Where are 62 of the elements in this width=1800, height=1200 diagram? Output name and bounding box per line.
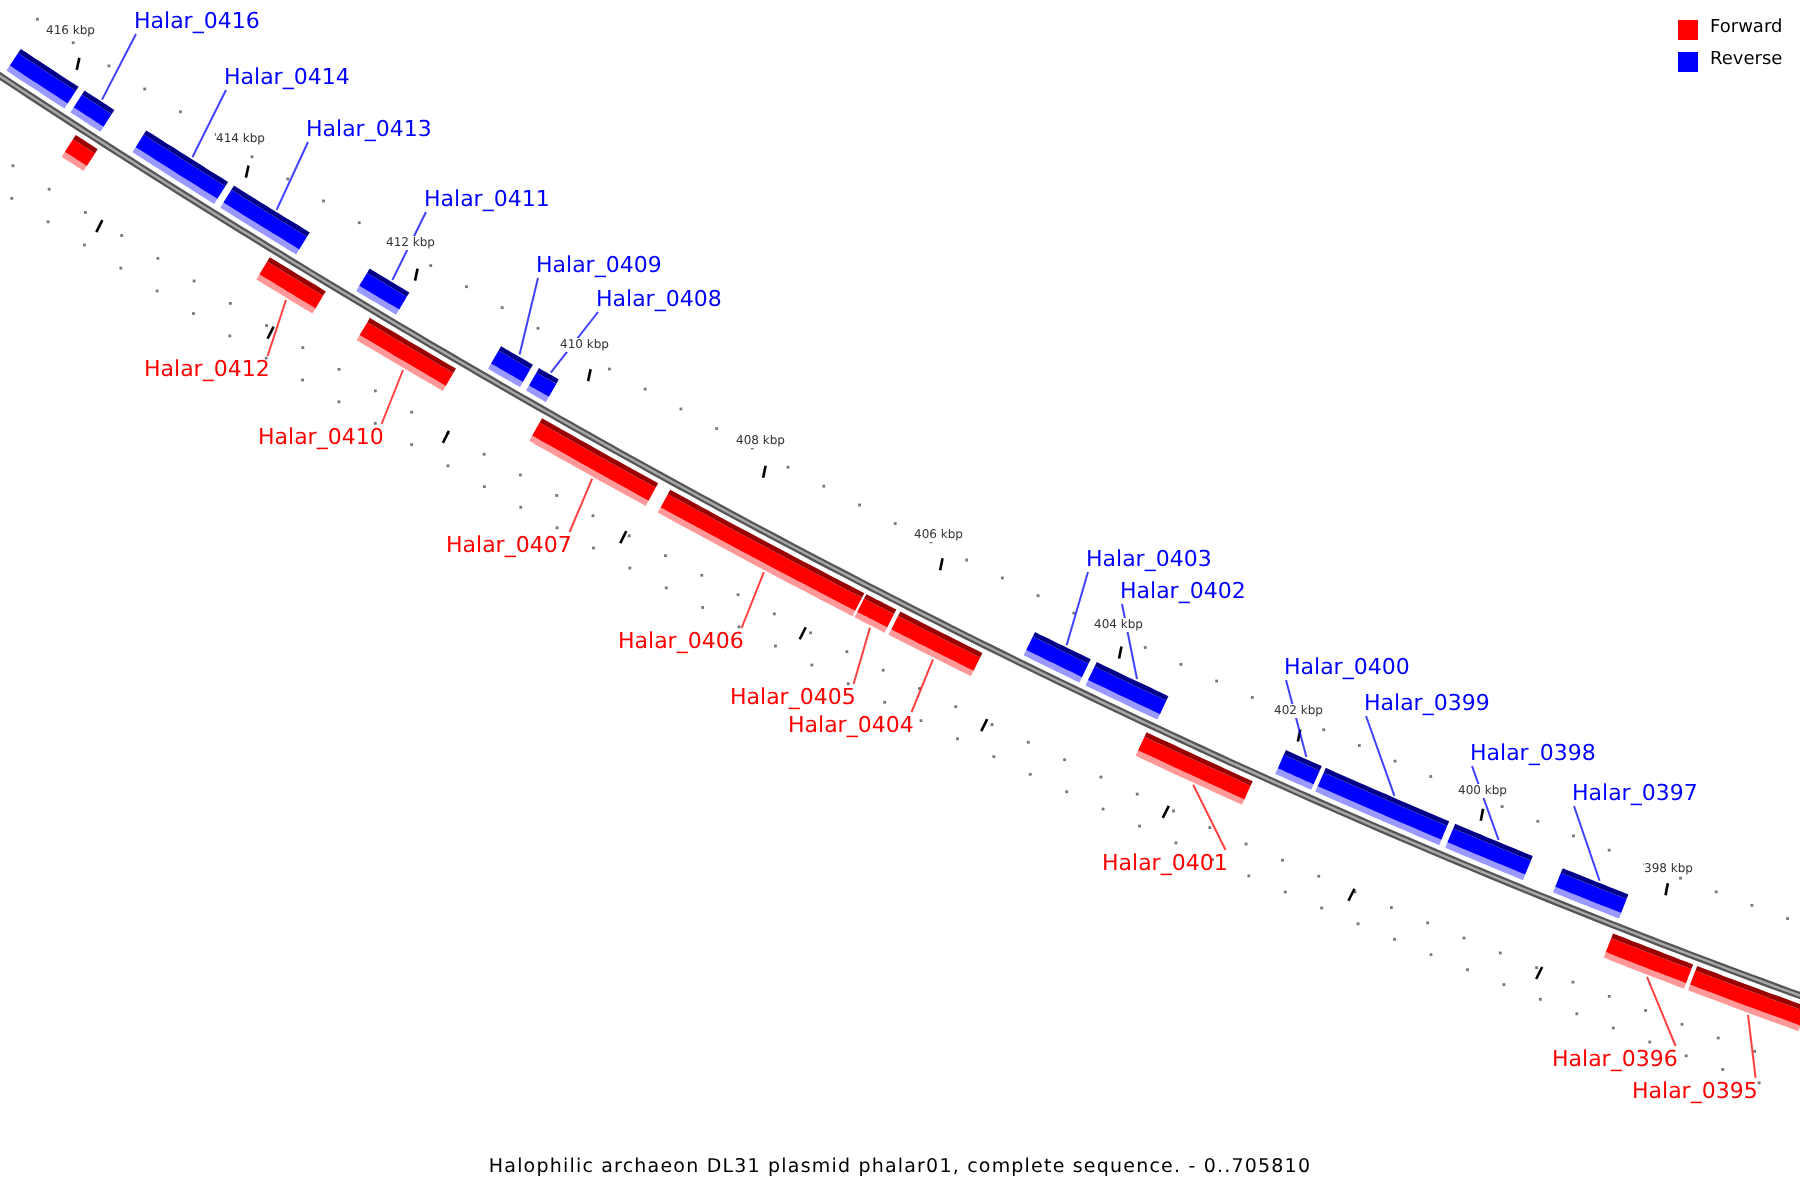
leader-line	[1192, 783, 1227, 851]
gene-bar	[657, 489, 865, 617]
gene-label: Halar_0408	[596, 286, 722, 312]
gene-label: Halar_0400	[1284, 654, 1410, 680]
gene-label: Halar_0412	[144, 356, 270, 382]
gene-bar	[1023, 632, 1091, 683]
leader-line	[1646, 975, 1677, 1047]
gene-bar	[1688, 966, 1800, 1032]
gene-label: Halar_0403	[1086, 546, 1212, 572]
gene-bar	[526, 368, 559, 402]
legend-label: Forward	[1710, 18, 1783, 40]
gene-bar	[61, 135, 98, 171]
gene-label: Halar_0402	[1120, 578, 1246, 604]
gene-bar	[356, 317, 456, 391]
leader-line	[191, 89, 227, 159]
legend-label: Reverse	[1710, 50, 1783, 72]
leader-line	[380, 369, 404, 425]
gene-label: Halar_0396	[1552, 1046, 1678, 1072]
gene-label: Halar_0406	[618, 628, 744, 654]
caption: Halophilic archaeon DL31 plasmid phalar01, complete sequence. - 0..705810	[486, 1156, 1314, 1178]
gene-bar	[529, 418, 659, 506]
leader-line	[740, 571, 765, 629]
gene-bar	[356, 268, 410, 315]
gene-label: Halar_0404	[788, 712, 914, 738]
gene-label: Halar_0414	[224, 64, 350, 90]
gene-label: Halar_0401	[1102, 850, 1228, 876]
gene-bar	[1135, 732, 1253, 805]
gene-label: Halar_0411	[424, 186, 550, 212]
gene-bar	[70, 90, 115, 132]
gene-label: Halar_0410	[258, 424, 384, 450]
gene-bar	[1553, 868, 1629, 919]
gene-label: Halar_0395	[1632, 1078, 1758, 1104]
leader-line	[910, 658, 934, 713]
gene-bar	[1275, 750, 1322, 790]
gene-bar	[1603, 933, 1694, 989]
leader-line	[1365, 715, 1396, 797]
gene-bar	[488, 346, 533, 388]
gene-label: Halar_0405	[730, 684, 856, 710]
gene-bar	[854, 594, 897, 633]
gene-label: Halar_0397	[1572, 780, 1698, 806]
leader-line	[1573, 805, 1601, 882]
gene-bar	[1085, 662, 1169, 720]
gene-bar	[256, 257, 326, 314]
gene-bar	[6, 49, 79, 109]
gene-label: Halar_0398	[1470, 740, 1596, 766]
leader-line	[568, 477, 594, 533]
gene-label: Halar_0399	[1364, 690, 1490, 716]
leader-line	[518, 277, 539, 356]
gene-label: Halar_0416	[134, 8, 260, 34]
leader-line	[1747, 1013, 1757, 1079]
leader-line	[275, 141, 309, 211]
leader-line	[1065, 571, 1089, 647]
gene-bar	[1445, 823, 1533, 881]
leader-line	[852, 626, 871, 685]
gene-label: Halar_0413	[306, 116, 432, 142]
leader-line	[266, 299, 287, 357]
gene-bar	[888, 611, 983, 677]
leader-line	[101, 33, 137, 101]
gene-label: Halar_0407	[446, 532, 572, 558]
gene-bar	[220, 185, 310, 255]
gene-label: Halar_0409	[536, 252, 662, 278]
gene-bar	[1315, 767, 1450, 846]
